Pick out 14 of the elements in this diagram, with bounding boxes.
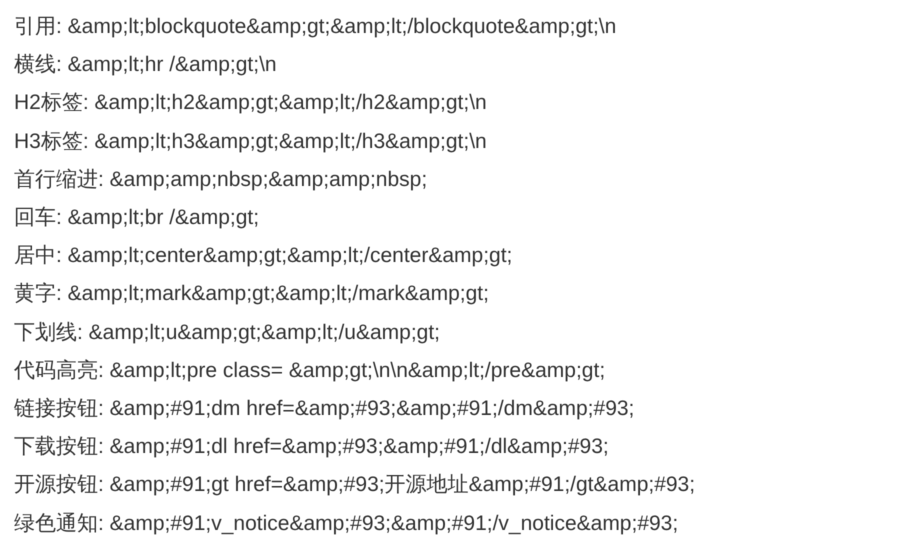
- snippet-line: H2标签: &amp;lt;h2&amp;gt;&amp;lt;/h2&amp;gt;\n: [14, 90, 487, 116]
- snippet-line: 引用: &amp;lt;blockquote&amp;gt;&amp;lt;/blockquote&amp;gt;\n: [14, 14, 616, 40]
- snippet-line: 代码高亮: &amp;lt;pre class= &amp;gt;\n\n&amp;lt;/pre&amp;gt;: [14, 358, 606, 384]
- snippet-line: 绿色通知: &amp;#91;v_notice&amp;#93;&amp;#91;/v_notice&amp;#93;: [14, 510, 678, 537]
- snippet-line: 开源按钮: &amp;#91;gt href=&amp;#93;开源地址&amp;#91;/gt&amp;#93;: [14, 472, 696, 498]
- snippet-line: 居中: &amp;lt;center&amp;gt;&amp;lt;/center&amp;gt;: [14, 243, 512, 270]
- snippet-line: H3标签: &amp;lt;h3&amp;gt;&amp;lt;/h3&amp;gt;\n: [14, 128, 487, 155]
- snippet-line: 首行缩进: &amp;amp;nbsp;&amp;amp;nbsp;: [14, 166, 428, 193]
- snippet-line: 横线: &amp;lt;hr /&amp;gt;\n: [14, 52, 277, 78]
- snippet-line: 下载按钮: &amp;#91;dl href=&amp;#93;&amp;#91;/dl&amp;#93;: [14, 434, 609, 460]
- snippet-line: 下划线: &amp;lt;u&amp;gt;&amp;lt;/u&amp;gt;: [14, 320, 440, 346]
- snippet-line: 黄字: &amp;lt;mark&amp;gt;&amp;lt;/mark&amp;gt;: [14, 281, 489, 308]
- snippet-line: 链接按钮: &amp;#91;dm href=&amp;#93;&amp;#91;/dm&amp;#93;: [14, 396, 634, 422]
- snippet-line: 回车: &amp;lt;br /&amp;gt;: [14, 205, 260, 231]
